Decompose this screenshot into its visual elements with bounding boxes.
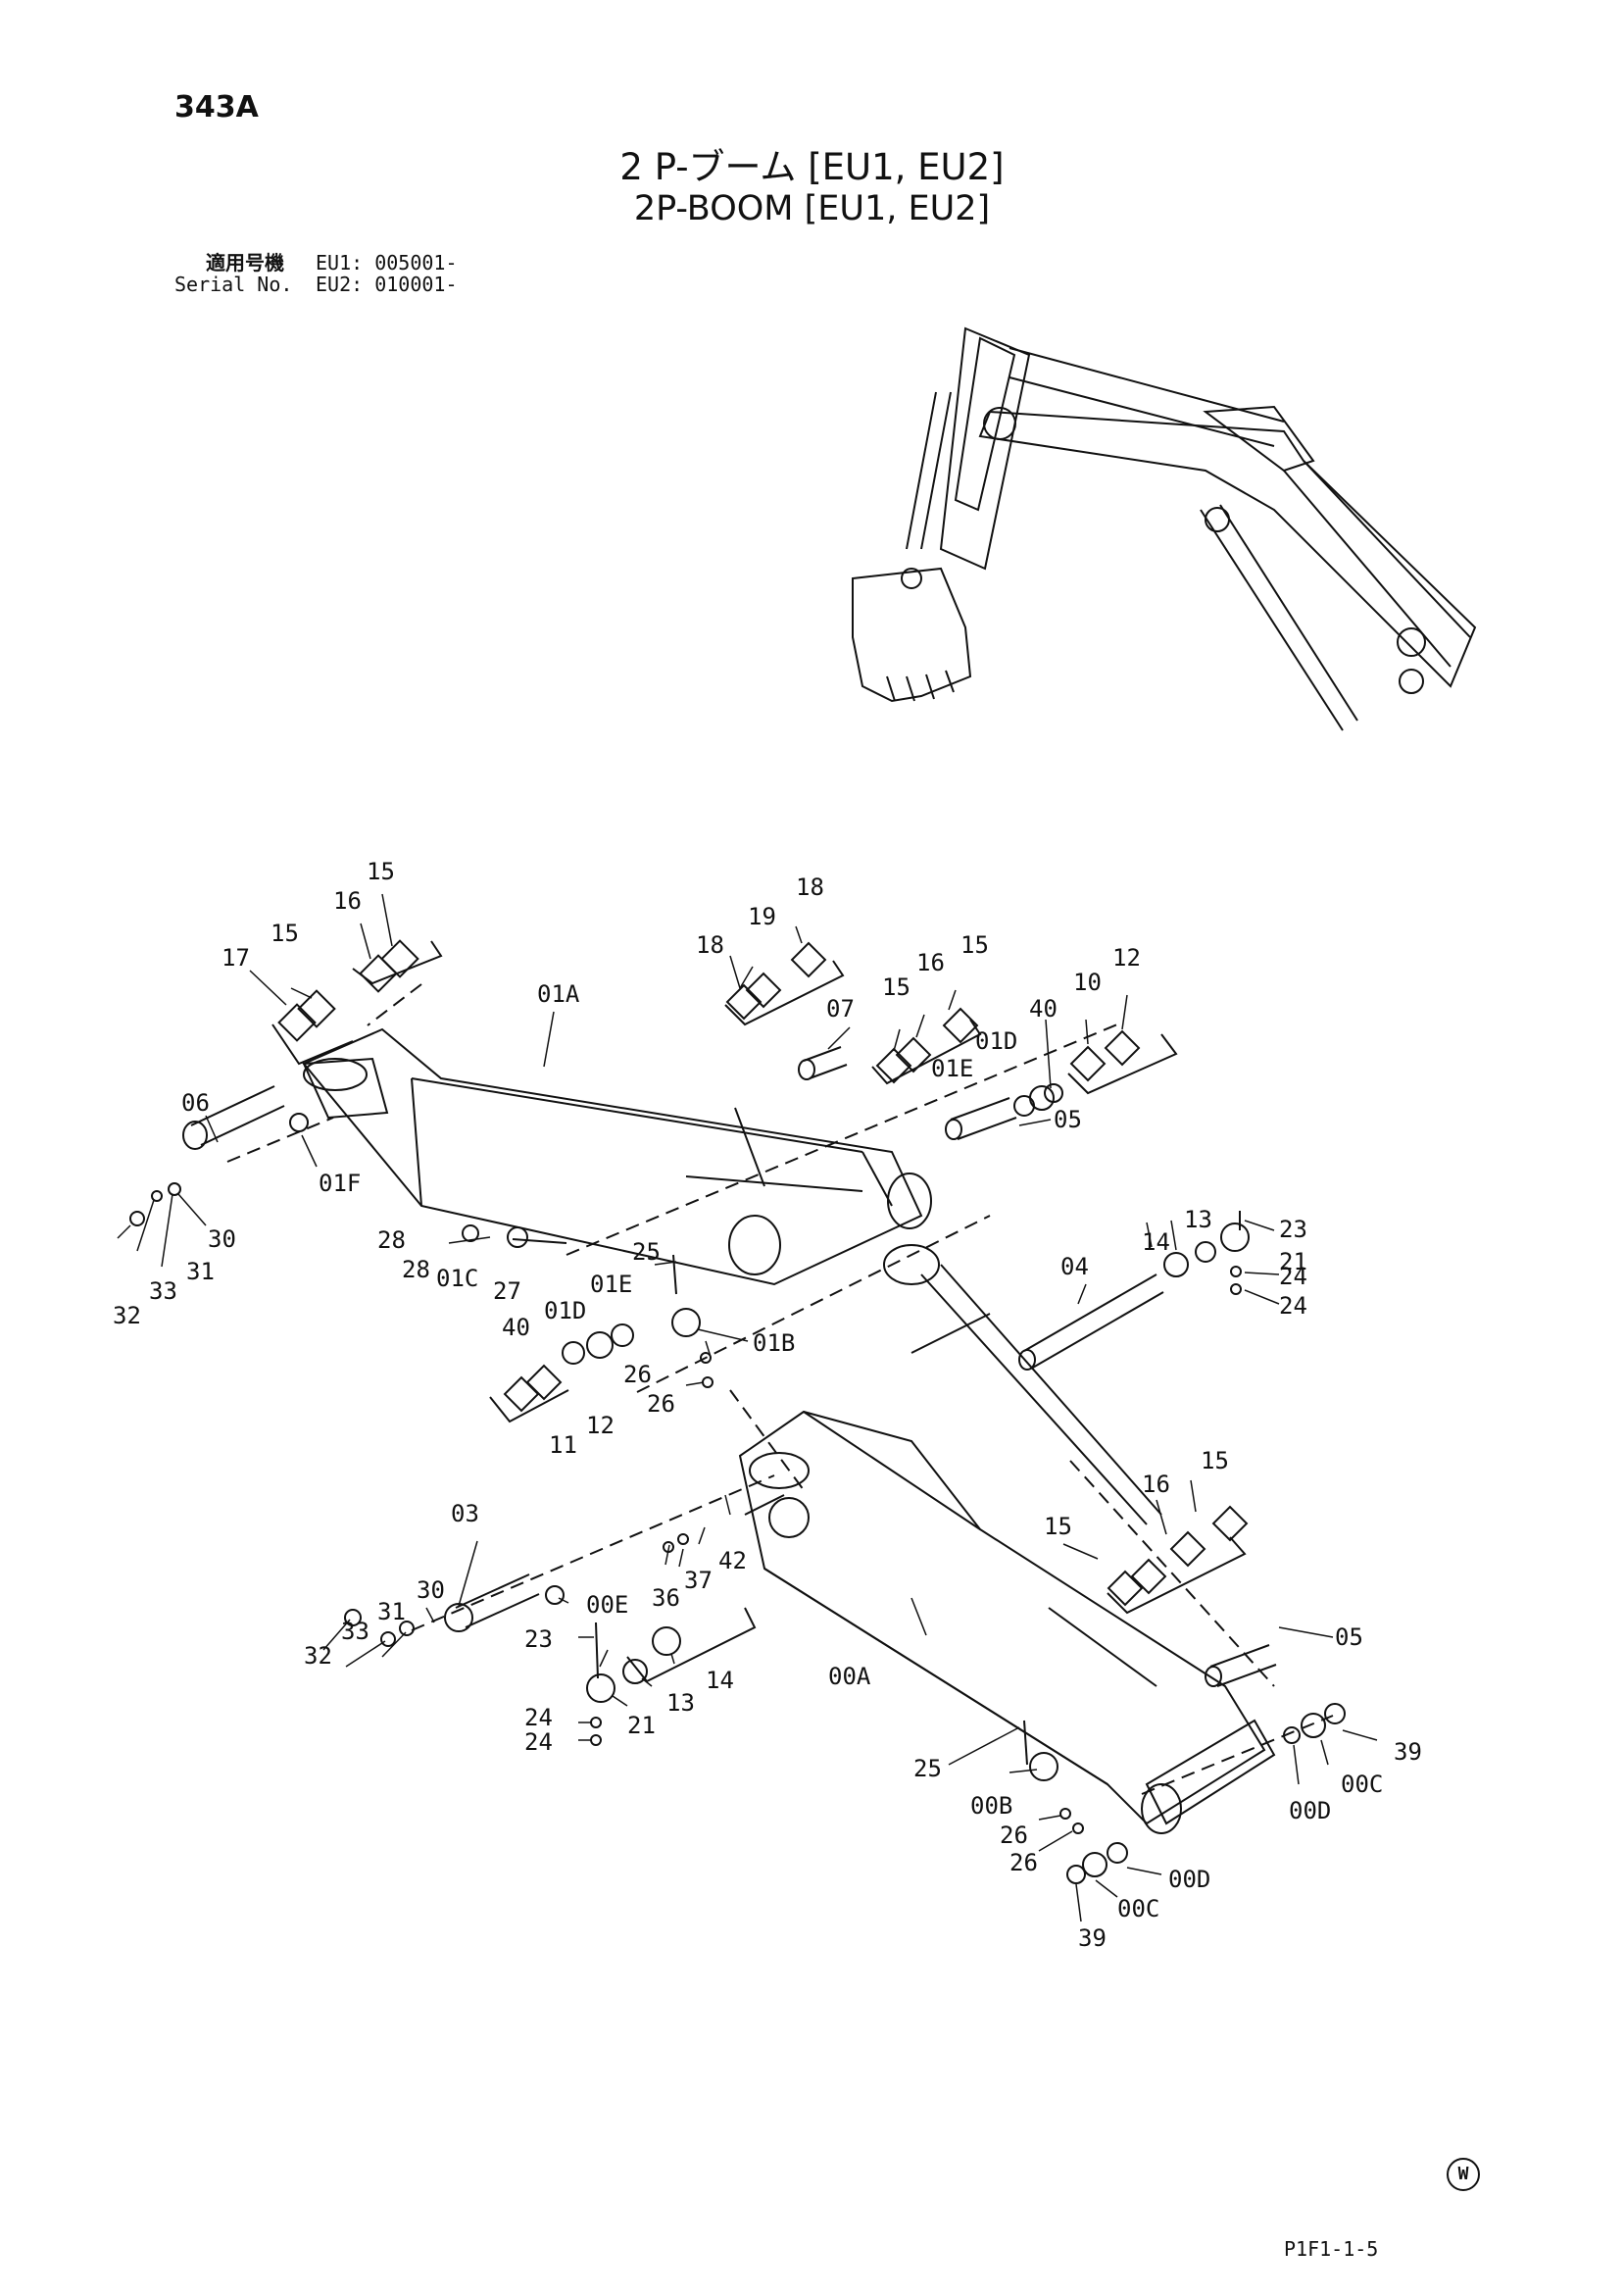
title-japanese: 2 P-ブーム [EU1, EU2] [619, 146, 1005, 188]
callout-24: 24 [524, 1704, 553, 1731]
callout-16: 16 [333, 887, 362, 915]
callout-07: 07 [826, 995, 855, 1023]
callout-28: 28 [402, 1256, 430, 1283]
upper-boom-01a [302, 1027, 932, 1286]
callout-15: 15 [1201, 1447, 1229, 1474]
callout-30: 30 [208, 1225, 236, 1253]
callout-31: 31 [186, 1258, 215, 1285]
callout-30: 30 [417, 1576, 445, 1604]
callout-00b: 00B [970, 1792, 1012, 1820]
callout-16: 16 [916, 949, 945, 976]
callout-28: 28 [377, 1226, 406, 1254]
callout-12: 12 [1112, 944, 1141, 972]
callout-01e: 01E [931, 1055, 973, 1082]
callout-11: 11 [549, 1431, 577, 1459]
callout-23: 23 [1279, 1216, 1307, 1243]
pin-06 [182, 1085, 285, 1150]
callout-17: 17 [221, 944, 250, 972]
callout-39: 39 [1078, 1924, 1107, 1952]
callout-42: 42 [718, 1547, 747, 1574]
callout-15: 15 [960, 931, 989, 959]
callout-04: 04 [1060, 1253, 1089, 1280]
callout-25: 25 [913, 1755, 942, 1782]
page-number: 343A [174, 90, 259, 125]
callout-14: 14 [706, 1667, 734, 1694]
callout-26: 26 [623, 1361, 652, 1388]
group-brackets [271, 940, 1247, 1683]
callout-12: 12 [586, 1412, 615, 1439]
callout-40: 40 [502, 1314, 530, 1341]
serial-label-english: Serial No. [174, 273, 293, 296]
excavator-overview-illustration [852, 326, 1477, 731]
callout-24: 24 [1279, 1292, 1307, 1320]
leader-lines [117, 893, 1378, 1922]
callout-03: 03 [451, 1500, 479, 1527]
callout-00d: 00D [1168, 1866, 1210, 1893]
callout-19: 19 [748, 903, 776, 930]
callout-24: 24 [524, 1728, 553, 1756]
callout-05: 05 [1335, 1623, 1363, 1651]
callout-24: 24 [1279, 1263, 1307, 1290]
callout-37: 37 [684, 1567, 713, 1594]
callout-00c: 00C [1117, 1895, 1159, 1922]
w-mark-logo: W [1447, 2158, 1480, 2191]
callout-00a: 00A [828, 1663, 871, 1690]
pin-04 [1018, 1273, 1164, 1371]
assembly-lines [226, 983, 1334, 1795]
callout-15: 15 [882, 973, 910, 1001]
callout-26: 26 [647, 1390, 675, 1418]
callout-labels: 15 16 15 17 18 19 18 15 16 15 07 40 10 1… [113, 858, 1422, 1952]
callout-40: 40 [1029, 995, 1058, 1023]
callout-15: 15 [1044, 1513, 1072, 1540]
callout-21: 21 [1279, 1248, 1307, 1275]
pin-07 [798, 1046, 848, 1080]
callout-18: 18 [796, 873, 824, 901]
callout-13: 13 [1184, 1206, 1212, 1233]
callout-01f: 01F [319, 1170, 361, 1197]
callout-18: 18 [696, 931, 724, 959]
callout-15: 15 [367, 858, 395, 885]
reference-code: P1F1-1-5 [1284, 2237, 1379, 2261]
serial-eu2: EU2: 010001- [316, 273, 458, 296]
callout-00c: 00C [1341, 1771, 1383, 1798]
boom-cylinder [883, 1244, 1162, 1525]
callout-16: 16 [1142, 1471, 1170, 1498]
callout-01e: 01E [590, 1271, 632, 1298]
callout-36: 36 [652, 1584, 680, 1612]
lower-boom-00a [738, 1410, 1276, 1834]
title-english: 2P-BOOM [EU1, EU2] [633, 189, 991, 228]
callout-14: 14 [1142, 1228, 1170, 1256]
callout-32: 32 [304, 1642, 332, 1670]
callout-25: 25 [632, 1238, 661, 1266]
callout-31: 31 [377, 1598, 406, 1625]
serial-label-japanese: 適用号機 [206, 251, 284, 275]
callout-01b: 01B [753, 1329, 795, 1357]
callout-10: 10 [1073, 969, 1102, 996]
callout-15: 15 [271, 920, 299, 947]
callout-33: 33 [341, 1618, 369, 1645]
callout-39: 39 [1394, 1738, 1422, 1766]
callout-13: 13 [666, 1689, 695, 1717]
callout-26: 26 [1000, 1822, 1028, 1849]
callout-01c: 01C [436, 1265, 478, 1292]
callout-21: 21 [627, 1712, 656, 1739]
callout-33: 33 [149, 1277, 177, 1305]
callout-01a: 01A [537, 980, 580, 1008]
callout-01d: 01D [544, 1297, 586, 1324]
callout-23: 23 [524, 1625, 553, 1653]
shim-plates [277, 939, 1249, 1607]
pin-05-upper [945, 1097, 1017, 1140]
pin-05-lower [1205, 1644, 1277, 1687]
callout-27: 27 [493, 1277, 521, 1305]
callout-00e: 00E [586, 1591, 628, 1619]
callout-06: 06 [181, 1089, 210, 1117]
callout-32: 32 [113, 1302, 141, 1329]
callout-00d: 00D [1289, 1797, 1331, 1824]
serial-eu1: EU1: 005001- [316, 251, 458, 275]
callout-26: 26 [1009, 1849, 1038, 1876]
callout-01d: 01D [975, 1027, 1017, 1055]
callout-05: 05 [1054, 1106, 1082, 1133]
